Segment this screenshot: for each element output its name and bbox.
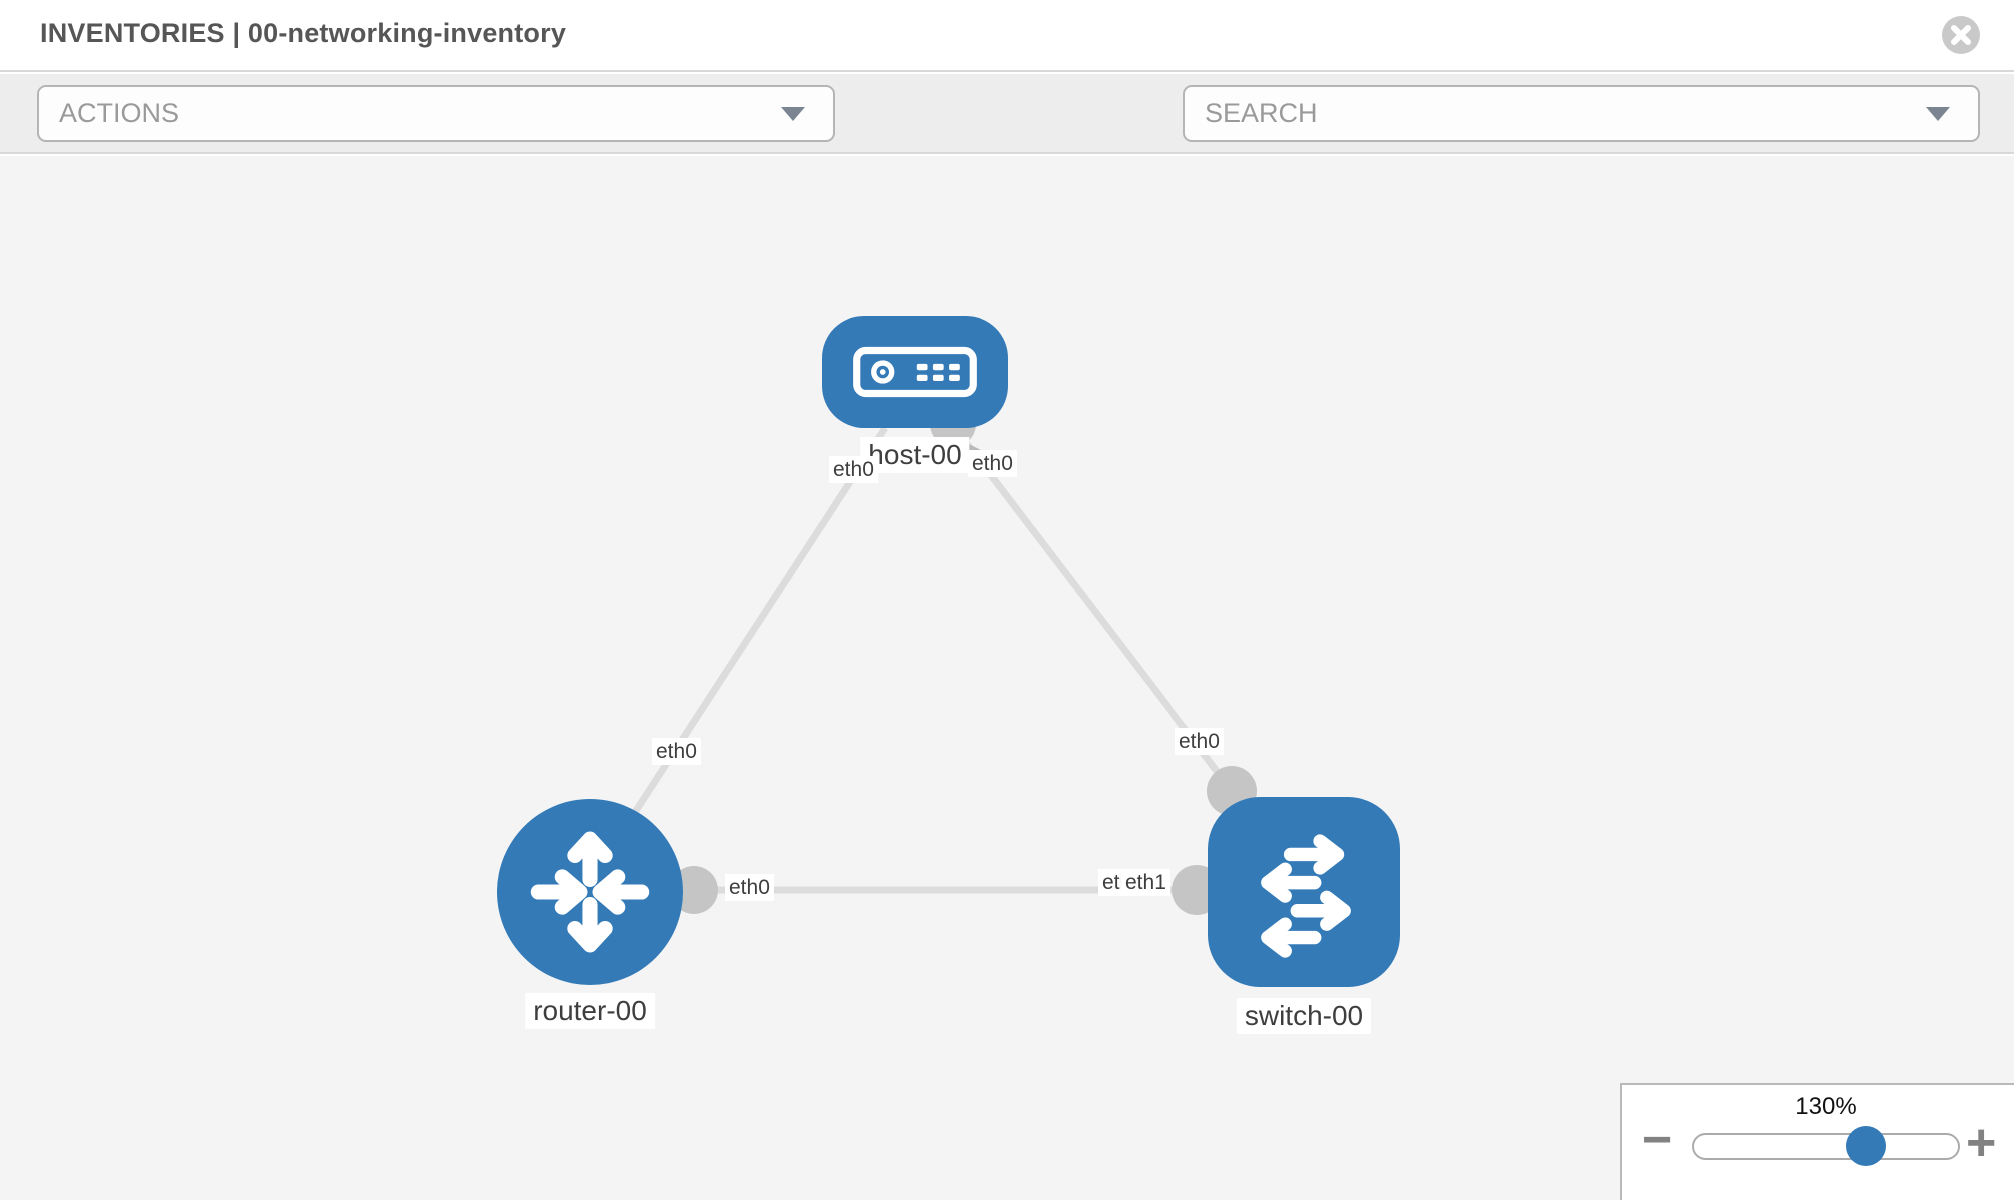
node-host-00[interactable] (822, 316, 1008, 428)
zoom-in-button[interactable]: + (1966, 1114, 1997, 1172)
search-dropdown-label: SEARCH (1205, 98, 1318, 128)
iface-label: eth0 (968, 450, 1017, 478)
iface-label: eth1 (1121, 869, 1170, 897)
iface-label: eth0 (652, 738, 701, 766)
actions-dropdown[interactable]: ACTIONS (37, 85, 835, 142)
topology-canvas[interactable] (0, 156, 2014, 1200)
zoom-out-button[interactable]: − (1642, 1111, 1673, 1169)
close-icon (1951, 25, 1971, 45)
toolbar: ACTIONS SEARCH (0, 74, 2014, 214)
zoom-slider-thumb[interactable] (1846, 1126, 1886, 1166)
iface-label: eth0 (829, 456, 878, 484)
host-icon (853, 346, 977, 398)
node-router-00[interactable] (497, 799, 683, 985)
node-label-router: router-00 (525, 993, 655, 1029)
zoom-level-value: 130% (1795, 1093, 1857, 1120)
node-label-host: host-00 (860, 437, 970, 473)
zoom-panel: 130% − + (1620, 1083, 2014, 1200)
actions-dropdown-label: ACTIONS (59, 98, 180, 128)
iface-label: eth0 (1175, 728, 1224, 756)
router-icon (530, 831, 650, 953)
chevron-down-icon (1926, 106, 1950, 121)
header: INVENTORIES | 00-networking-inventory (0, 0, 2014, 72)
search-dropdown[interactable]: SEARCH (1183, 85, 1980, 142)
node-switch-00[interactable] (1208, 797, 1400, 987)
switch-icon (1261, 834, 1351, 958)
chevron-down-icon (781, 106, 805, 121)
iface-label: eth0 (725, 874, 774, 902)
page-title: INVENTORIES | 00-networking-inventory (40, 18, 567, 48)
zoom-slider-track[interactable] (1692, 1133, 1960, 1160)
close-button[interactable] (1942, 16, 1980, 54)
node-label-switch: switch-00 (1236, 998, 1372, 1034)
